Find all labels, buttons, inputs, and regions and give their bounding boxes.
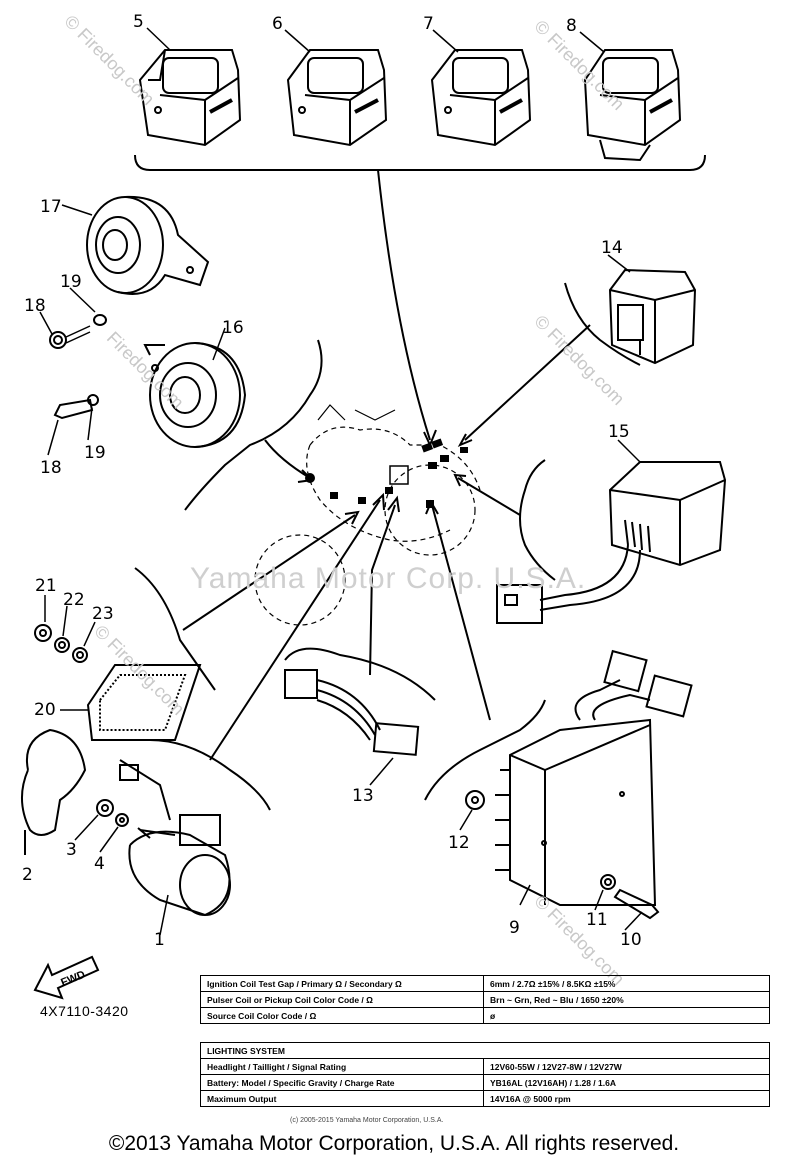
reflector-20-drawing <box>86 664 202 741</box>
spec-value: 12V60-55W / 12V27-8W / 12V27W <box>483 1058 770 1075</box>
spec-value: ø <box>483 1007 770 1024</box>
ignition-spec-table: Ignition Coil Test Gap / Primary Ω / Sec… <box>200 975 770 1024</box>
part-number-6: 6 <box>272 14 283 34</box>
spec-label: Maximum Output <box>200 1090 484 1107</box>
part-number-18: 18 <box>24 296 46 316</box>
part-number-12: 12 <box>448 833 470 853</box>
relay-8-drawing <box>583 49 682 162</box>
horn-17-drawing <box>86 195 210 295</box>
relay-6-drawing <box>286 49 388 147</box>
table-header-row: LIGHTING SYSTEM <box>200 1042 770 1059</box>
part-number-15: 15 <box>608 422 630 442</box>
part-number-23: 23 <box>92 604 114 624</box>
unit-15-drawing <box>496 461 727 624</box>
part-number-7: 7 <box>423 14 434 34</box>
table-row: Source Coil Color Code / Ω ø <box>200 1007 770 1024</box>
part-number-20: 20 <box>34 700 56 720</box>
starter-relay-1-drawing <box>119 759 231 917</box>
part-number-5: 5 <box>133 12 144 32</box>
part-number-8: 8 <box>566 16 577 36</box>
lighting-spec-table: LIGHTING SYSTEM Headlight / Taillight / … <box>200 1042 770 1107</box>
part-number-16: 16 <box>222 318 244 338</box>
part-number-22: 22 <box>63 590 85 610</box>
part-number-9: 9 <box>509 918 520 938</box>
spec-header: LIGHTING SYSTEM <box>200 1042 770 1059</box>
horn-16-drawing <box>143 342 247 448</box>
spec-label: Ignition Coil Test Gap / Primary Ω / Sec… <box>200 975 484 992</box>
part-number-19: 19 <box>60 272 82 292</box>
part-number-11: 11 <box>586 910 608 930</box>
spec-value: Brn ~ Grn, Red ~ Blu / 1650 ±20% <box>483 991 770 1008</box>
spec-label: Source Coil Color Code / Ω <box>200 1007 484 1024</box>
table-row: Maximum Output 14V16A @ 5000 rpm <box>200 1090 770 1107</box>
rectifier-9-drawing <box>495 649 693 906</box>
watermark-center: Yamaha Motor Corp. U.S.A. <box>190 562 587 595</box>
part-number-10: 10 <box>620 930 642 950</box>
part-number-17: 17 <box>40 197 62 217</box>
part-number-1: 1 <box>154 930 165 950</box>
table-row: Headlight / Taillight / Signal Rating 12… <box>200 1058 770 1075</box>
part-number-14: 14 <box>601 238 623 258</box>
spec-label: Pulser Coil or Pickup Coil Color Code / … <box>200 991 484 1008</box>
copyright-footer: ©2013 Yamaha Motor Corporation, U.S.A. A… <box>108 1132 680 1155</box>
relay-7-drawing <box>430 49 532 147</box>
part-number-19: 19 <box>84 443 106 463</box>
spec-label: Headlight / Taillight / Signal Rating <box>200 1058 484 1075</box>
table-row: Ignition Coil Test Gap / Primary Ω / Sec… <box>200 975 770 992</box>
part-number-18: 18 <box>40 458 62 478</box>
cover-2-drawing <box>20 728 87 855</box>
fwd-arrow-icon <box>33 955 100 1000</box>
table-row: Battery: Model / Specific Gravity / Char… <box>200 1074 770 1091</box>
part-number-2: 2 <box>22 865 33 885</box>
harness-13-drawing <box>284 669 420 756</box>
spec-label: Battery: Model / Specific Gravity / Char… <box>200 1074 484 1091</box>
spec-value: YB16AL (12V16AH) / 1.28 / 1.6A <box>483 1074 770 1091</box>
small-copyright: (c) 2005-2015 Yamaha Motor Corporation, … <box>290 1117 444 1124</box>
part-number-4: 4 <box>94 854 105 874</box>
relay-14-drawing <box>608 268 697 365</box>
fwd-label: FWD <box>59 969 87 990</box>
spec-value: 6mm / 2.7Ω ±15% / 8.5KΩ ±15% <box>483 975 770 992</box>
spec-value: 14V16A @ 5000 rpm <box>483 1090 770 1107</box>
catalog-code: 4X7110-3420 <box>40 1003 129 1019</box>
part-number-3: 3 <box>66 840 77 860</box>
part-number-21: 21 <box>35 576 57 596</box>
table-row: Pulser Coil or Pickup Coil Color Code / … <box>200 991 770 1008</box>
part-number-13: 13 <box>352 786 374 806</box>
relay-5-drawing <box>138 49 242 147</box>
